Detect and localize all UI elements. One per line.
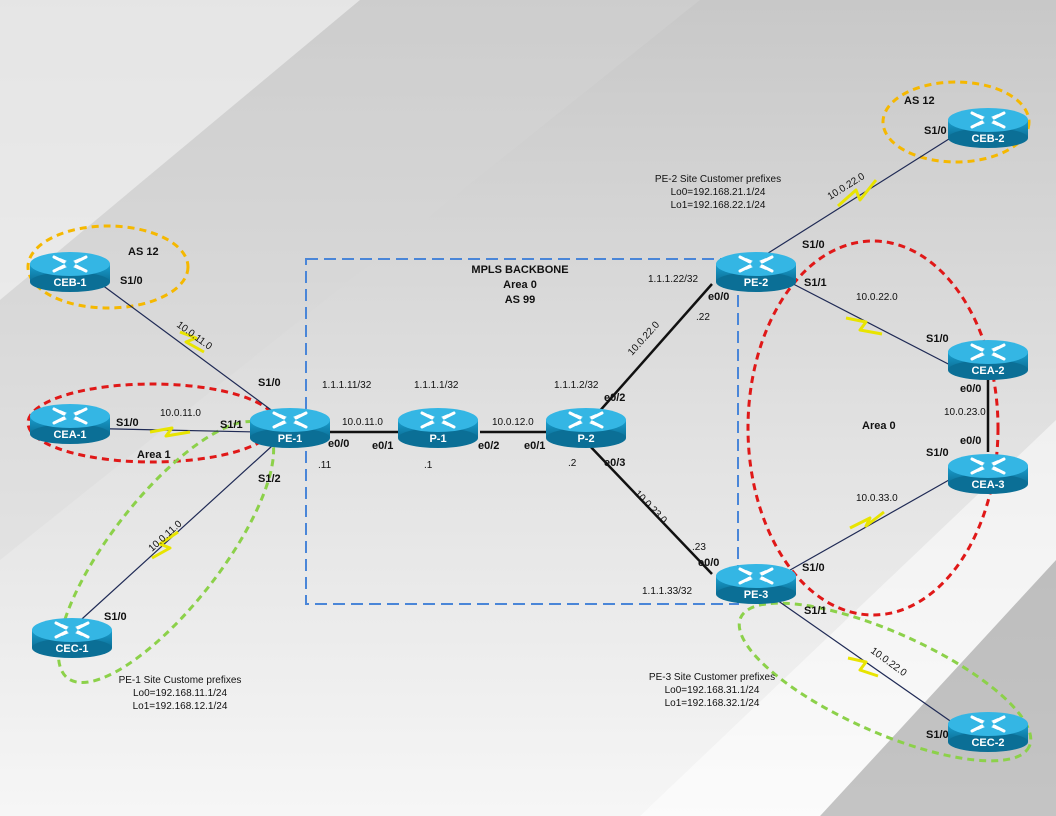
interface-label: S1/1: [804, 605, 827, 617]
prefix-lo1-pe2: Lo1=192.168.22.1/24: [671, 200, 766, 211]
interface-label: S1/0: [104, 611, 127, 623]
router-name: P-2: [577, 433, 594, 445]
area-label-left: Area 1: [137, 449, 171, 461]
serial-zigzags: [149, 179, 885, 678]
network-label: 10.0.11.0: [160, 408, 201, 419]
interface-label: S1/0: [120, 275, 143, 287]
loopback-label: 1.1.1.2/32: [554, 380, 599, 391]
interface-label: e0/1: [372, 440, 393, 452]
router-name: CEB-2: [971, 133, 1004, 145]
interface-label: e0/3: [604, 457, 625, 469]
interface-label: e0/0: [960, 383, 981, 395]
interface-label: e0/0: [328, 438, 349, 450]
backbone-as: AS 99: [505, 294, 536, 306]
interface-label: S1/0: [258, 377, 281, 389]
backbone-title: MPLS BACKBONE: [471, 264, 568, 276]
interface-label: S1/0: [802, 562, 825, 574]
network-label: 10.0.12.0: [492, 417, 534, 428]
green-ring-right: [737, 601, 1033, 763]
router-name: CEC-1: [55, 643, 88, 655]
network-label: 10.0.23.0: [944, 407, 986, 418]
as-label-right: AS 12: [904, 95, 935, 107]
interface-label: S1/0: [802, 239, 825, 251]
host-label: .22: [696, 312, 710, 323]
interface-label: e0/0: [960, 435, 981, 447]
interface-label: S1/0: [926, 729, 949, 741]
router-name: P-1: [429, 433, 446, 445]
loopback-label: 1.1.1.1/32: [414, 380, 459, 391]
prefix-title-pe3: PE-3 Site Customer prefixes: [649, 672, 775, 683]
router-name: CEA-3: [971, 479, 1004, 491]
host-label: .23: [692, 542, 706, 553]
area0-ring-right: [746, 239, 1000, 617]
router-name: PE-3: [744, 589, 768, 601]
prefix-lo0-pe2: Lo0=192.168.21.1/24: [671, 187, 766, 198]
interface-label: e0/2: [604, 392, 625, 404]
mpls-backbone-box: [305, 258, 739, 605]
prefix-lo0-pe1: Lo0=192.168.11.1/24: [133, 688, 228, 699]
interface-label: S1/0: [924, 125, 947, 137]
ethernet-links: [330, 283, 990, 575]
interface-label: S1/0: [116, 417, 139, 429]
interface-label: e0/0: [708, 291, 729, 303]
interface-label: S1/1: [220, 419, 243, 431]
router-name: CEA-2: [971, 365, 1004, 377]
prefix-lo1-pe1: Lo1=192.168.12.1/24: [133, 701, 228, 712]
network-label: 10.0.11.0: [342, 417, 383, 428]
as12-ring-left: [26, 224, 190, 310]
network-label: 10.0.22.0: [856, 292, 898, 303]
interface-label: S1/1: [804, 277, 827, 289]
prefix-title-pe1: PE-1 Site Custome prefixes: [119, 675, 242, 686]
as12-ring-right: [881, 80, 1031, 164]
loopback-label: 1.1.1.33/32: [642, 586, 692, 597]
prefix-lo1-pe3: Lo1=192.168.32.1/24: [665, 698, 760, 709]
loopback-label: 1.1.1.22/32: [648, 274, 698, 285]
router-name: CEC-2: [971, 737, 1004, 749]
backbone-area: Area 0: [503, 279, 537, 291]
as-label-left: AS 12: [128, 246, 159, 258]
interface-label: S1/2: [258, 473, 281, 485]
host-label: .1: [424, 460, 433, 471]
interface-label: e0/0: [698, 557, 719, 569]
network-label: 10.0.33.0: [856, 493, 898, 504]
interface-label: e0/1: [524, 440, 545, 452]
prefix-lo0-pe3: Lo0=192.168.31.1/24: [665, 685, 760, 696]
router-name: PE-1: [278, 433, 302, 445]
loopback-label: 1.1.1.11/32: [322, 380, 372, 391]
area-label-right: Area 0: [862, 420, 896, 432]
router-name: PE-2: [744, 277, 768, 289]
host-label: .11: [318, 460, 332, 471]
interface-label: S1/0: [926, 333, 949, 345]
router-name: CEA-1: [53, 429, 86, 441]
host-label: .2: [568, 458, 577, 469]
interface-label: e0/2: [478, 440, 499, 452]
router-name: CEB-1: [53, 277, 86, 289]
interface-label: S1/0: [926, 447, 949, 459]
prefix-title-pe2: PE-2 Site Customer prefixes: [655, 174, 781, 185]
